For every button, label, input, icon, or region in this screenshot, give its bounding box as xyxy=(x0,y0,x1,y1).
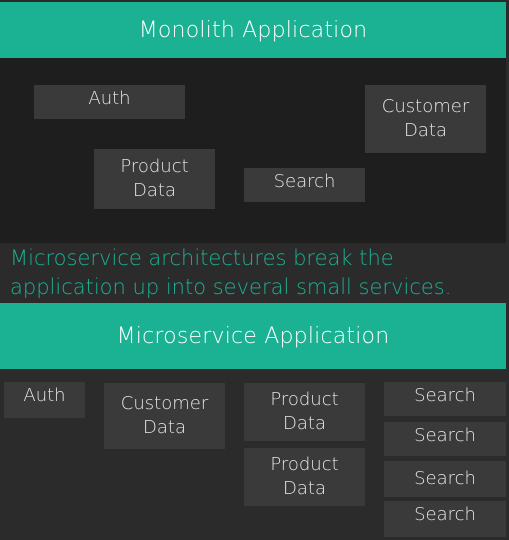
micro-search-label-1: Search xyxy=(414,385,476,406)
monolith-auth-box: Auth xyxy=(34,85,185,119)
monolith-product-data-label: Product Data xyxy=(120,156,189,201)
micro-customer-data-box: Customer Data xyxy=(104,383,225,449)
micro-product-data-label-2: Product Data xyxy=(270,454,339,499)
description-caption: Microservice architectures break the app… xyxy=(10,244,505,302)
monolith-customer-data-box: Customer Data xyxy=(365,85,486,153)
micro-product-data-box-1: Product Data xyxy=(244,383,365,441)
caption-line-1: Microservice architectures break the xyxy=(10,246,394,270)
micro-search-box-2: Search xyxy=(384,422,506,456)
microservice-header: Microservice Application xyxy=(0,303,506,369)
monolith-customer-data-label: Customer Data xyxy=(381,96,470,141)
monolith-header: Monolith Application xyxy=(0,2,506,58)
micro-customer-data-label: Customer Data xyxy=(120,393,209,438)
caption-line-2: application up into several small servic… xyxy=(10,275,452,299)
micro-search-label-3: Search xyxy=(414,468,476,489)
micro-search-box-1: Search xyxy=(384,382,506,416)
micro-product-data-label-1: Product Data xyxy=(270,389,339,434)
monolith-search-label: Search xyxy=(273,171,336,192)
micro-search-box-3: Search xyxy=(384,461,506,497)
micro-search-label-2: Search xyxy=(414,425,476,446)
micro-product-data-box-2: Product Data xyxy=(244,448,365,506)
micro-search-label-4: Search xyxy=(414,504,476,525)
micro-search-box-4: Search xyxy=(384,501,506,537)
monolith-title: Monolith Application xyxy=(138,17,368,43)
monolith-search-box: Search xyxy=(244,168,365,202)
micro-auth-label: Auth xyxy=(23,385,66,406)
microservice-title: Microservice Application xyxy=(116,323,390,349)
monolith-product-data-box: Product Data xyxy=(94,149,215,209)
monolith-auth-label: Auth xyxy=(88,88,131,109)
micro-auth-box: Auth xyxy=(4,382,85,418)
